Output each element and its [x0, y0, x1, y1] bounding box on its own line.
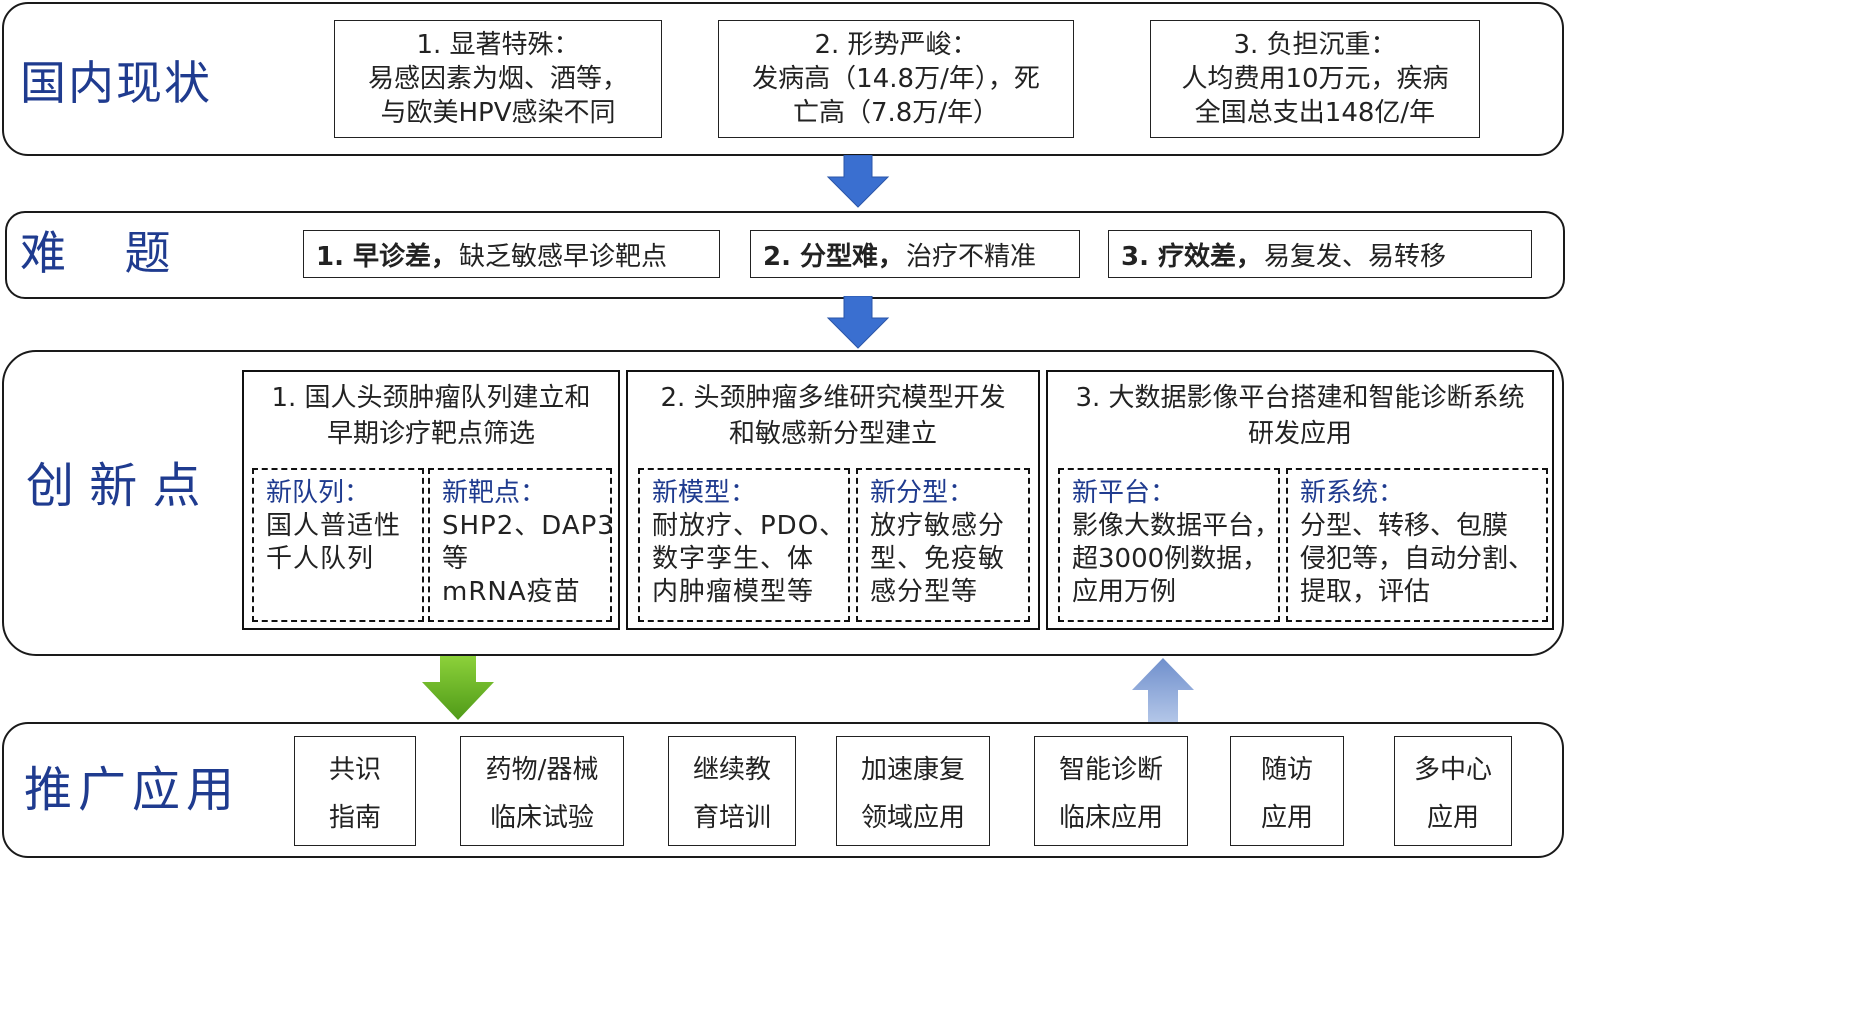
sub-box-line: 数字孪生、体 [652, 544, 815, 574]
status-box-line: 人均费用10万元，疾病 [1181, 64, 1449, 94]
down-arrow-icon [826, 155, 890, 208]
application-item-5: 智能诊断 临床应用 [1034, 736, 1188, 846]
sub-box-new-model: 新模型： 耐放疗、PDO、 数字孪生、体 内肿瘤模型等 [638, 468, 850, 622]
sub-box-line: 影像大数据平台， [1072, 511, 1281, 541]
application-item-line: 随访 [1260, 754, 1313, 785]
sub-box-line: mRNA疫苗 [442, 577, 581, 607]
sub-box-new-system: 新系统： 分型、转移、包膜 侵犯等，自动分割、 提取，评估 [1286, 468, 1548, 622]
sub-box-head: 新分型： [870, 478, 975, 508]
title-line: 早期诊疗靶点筛选 [326, 419, 535, 449]
sub-box-line: 国人普适性 [266, 511, 402, 541]
down-arrow-icon [826, 296, 890, 349]
title-line: 和敏感新分型建立 [728, 419, 937, 449]
status-box-line: 全国总支出148亿/年 [1194, 98, 1436, 128]
sub-box-line: 放疗敏感分 [870, 511, 1006, 541]
application-item-line: 智能诊断 [1058, 754, 1163, 785]
sub-box-line: 千人队列 [266, 544, 375, 574]
sub-box-line: 应用万例 [1072, 577, 1177, 607]
status-box-line: 易感因素为烟、酒等， [367, 64, 628, 94]
sub-box-new-platform: 新平台： 影像大数据平台， 超3000例数据， 应用万例 [1058, 468, 1280, 622]
problem-item-rest: 易复发、易转移 [1264, 241, 1447, 272]
application-item-line: 继续教 [692, 754, 771, 785]
status-box-line: 发病高（14.8万/年），死 [752, 64, 1040, 94]
application-item-line: 临床应用 [1058, 802, 1163, 833]
sub-box-line: 耐放疗、PDO、 [652, 511, 847, 541]
title-line: 3. 大数据影像平台搭建和智能诊断系统 [1075, 383, 1525, 413]
application-item-line: 育培训 [692, 802, 771, 833]
status-box-line: 与欧美HPV感染不同 [380, 98, 616, 128]
status-title: 国内现状 [20, 56, 212, 110]
application-item-line: 应用 [1260, 802, 1313, 833]
green-down-arrow-icon [422, 656, 494, 720]
sub-box-head: 新靶点： [442, 478, 547, 508]
application-item-line: 临床试验 [489, 802, 594, 833]
innovation-block-1: 1. 国人头颈肿瘤队列建立和 早期诊疗靶点筛选 新队列： 国人普适性 千人队列 … [242, 370, 620, 630]
application-item-6: 随访 应用 [1230, 736, 1344, 846]
problem-item-1: 1. 早诊差， 缺乏敏感早诊靶点 [303, 230, 720, 278]
innovation-block-title: 3. 大数据影像平台搭建和智能诊断系统 研发应用 [1048, 380, 1552, 452]
status-box-3: 3. 负担沉重： 人均费用10万元，疾病 全国总支出148亿/年 [1150, 20, 1480, 138]
status-box-title: 1. 显著特殊： [416, 30, 580, 60]
application-item-2: 药物/器械 临床试验 [460, 736, 624, 846]
sub-box-line: SHP2、DAP3 [442, 511, 615, 541]
sub-box-line: 等 [442, 544, 470, 574]
status-box-2: 2. 形势严峻： 发病高（14.8万/年），死 亡高（7.8万/年） [718, 20, 1074, 138]
sub-box-new-cohort: 新队列： 国人普适性 千人队列 [252, 468, 424, 622]
problem-item-3: 3. 疗效差， 易复发、易转移 [1108, 230, 1532, 278]
sub-box-head: 新模型： [652, 478, 757, 508]
sub-box-new-target: 新靶点： SHP2、DAP3 等 mRNA疫苗 [428, 468, 615, 622]
sub-box-head: 新平台： [1072, 478, 1177, 508]
application-item-1: 共识 指南 [294, 736, 416, 846]
status-box-title: 3. 负担沉重： [1233, 30, 1397, 60]
problem-item-rest: 缺乏敏感早诊靶点 [459, 241, 668, 272]
innovation-title: 创 新 点 [26, 458, 201, 514]
sub-box-line: 分型、转移、包膜 [1300, 511, 1509, 541]
application-item-line: 加速康复 [860, 754, 965, 785]
sub-box-line: 内肿瘤模型等 [652, 577, 815, 607]
innovation-block-3: 3. 大数据影像平台搭建和智能诊断系统 研发应用 新平台： 影像大数据平台， 超… [1046, 370, 1554, 630]
application-item-line: 指南 [328, 802, 381, 833]
innovation-block-2: 2. 头颈肿瘤多维研究模型开发 和敏感新分型建立 新模型： 耐放疗、PDO、 数… [626, 370, 1040, 630]
sub-box-new-subtype: 新分型： 放疗敏感分 型、免疫敏 感分型等 [856, 468, 1030, 622]
sub-box-head: 新队列： [266, 478, 371, 508]
problem-item-bold: 2. 分型难， [763, 241, 905, 272]
sub-box-head: 新系统： [1300, 478, 1405, 508]
application-item-4: 加速康复 领域应用 [836, 736, 990, 846]
sub-box-line: 超3000例数据， [1072, 544, 1269, 574]
sub-box-line: 侵犯等，自动分割、 [1300, 544, 1535, 574]
title-line: 2. 头颈肿瘤多维研究模型开发 [660, 383, 1006, 413]
application-item-7: 多中心 应用 [1394, 736, 1512, 846]
application-item-3: 继续教 育培训 [668, 736, 796, 846]
status-box-title: 2. 形势严峻： [814, 30, 978, 60]
problems-title: 难 题 [20, 226, 171, 280]
innovation-block-title: 1. 国人头颈肿瘤队列建立和 早期诊疗靶点筛选 [244, 380, 618, 452]
status-box-1: 1. 显著特殊： 易感因素为烟、酒等， 与欧美HPV感染不同 [334, 20, 662, 138]
sub-box-line: 感分型等 [870, 577, 979, 607]
application-item-line: 共识 [328, 754, 381, 785]
application-item-line: 应用 [1426, 802, 1479, 833]
title-line: 1. 国人头颈肿瘤队列建立和 [271, 383, 591, 413]
status-box-line: 亡高（7.8万/年） [792, 98, 1000, 128]
problem-item-rest: 治疗不精准 [906, 241, 1037, 272]
application-item-line: 多中心 [1413, 754, 1492, 785]
application-item-line: 领域应用 [860, 802, 965, 833]
innovation-block-title: 2. 头颈肿瘤多维研究模型开发 和敏感新分型建立 [628, 380, 1038, 452]
problem-item-bold: 1. 早诊差， [316, 241, 458, 272]
problem-item-2: 2. 分型难， 治疗不精准 [750, 230, 1080, 278]
up-arrow-icon [1132, 658, 1194, 722]
sub-box-line: 型、免疫敏 [870, 544, 1006, 574]
title-line: 研发应用 [1247, 419, 1352, 449]
problem-item-bold: 3. 疗效差， [1121, 241, 1263, 272]
application-item-line: 药物/器械 [485, 754, 599, 785]
sub-box-line: 提取，评估 [1300, 577, 1431, 607]
application-title: 推广应用 [24, 762, 241, 818]
